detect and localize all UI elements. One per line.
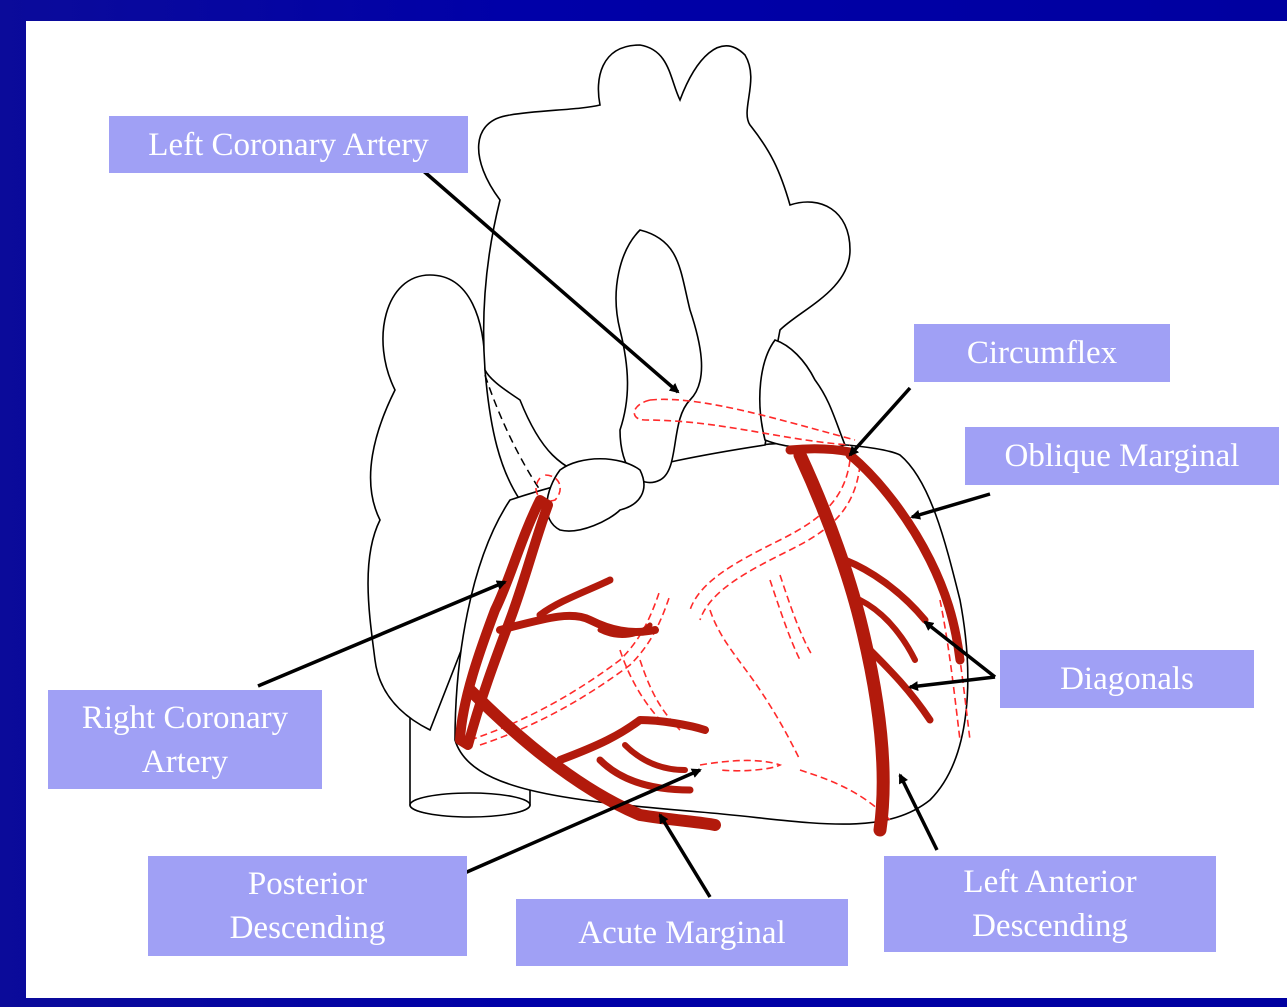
label-oblique-marginal: Oblique Marginal bbox=[965, 427, 1279, 485]
label-posterior-descending: Posterior Descending bbox=[148, 856, 467, 956]
label-left-coronary-artery: Left Coronary Artery bbox=[109, 116, 468, 173]
arrow-circumflex bbox=[850, 388, 910, 455]
ivc-cylinder-end bbox=[410, 793, 530, 817]
label-circumflex: Circumflex bbox=[914, 324, 1170, 382]
lad-upper-segment bbox=[790, 449, 850, 452]
label-acute-marginal: Acute Marginal bbox=[516, 899, 848, 966]
label-left-anterior-descending: Left Anterior Descending bbox=[884, 856, 1216, 952]
label-diagonals: Diagonals bbox=[1000, 650, 1254, 708]
left-atrial-appendage bbox=[760, 340, 845, 448]
label-right-coronary-artery: Right Coronary Artery bbox=[48, 690, 322, 789]
